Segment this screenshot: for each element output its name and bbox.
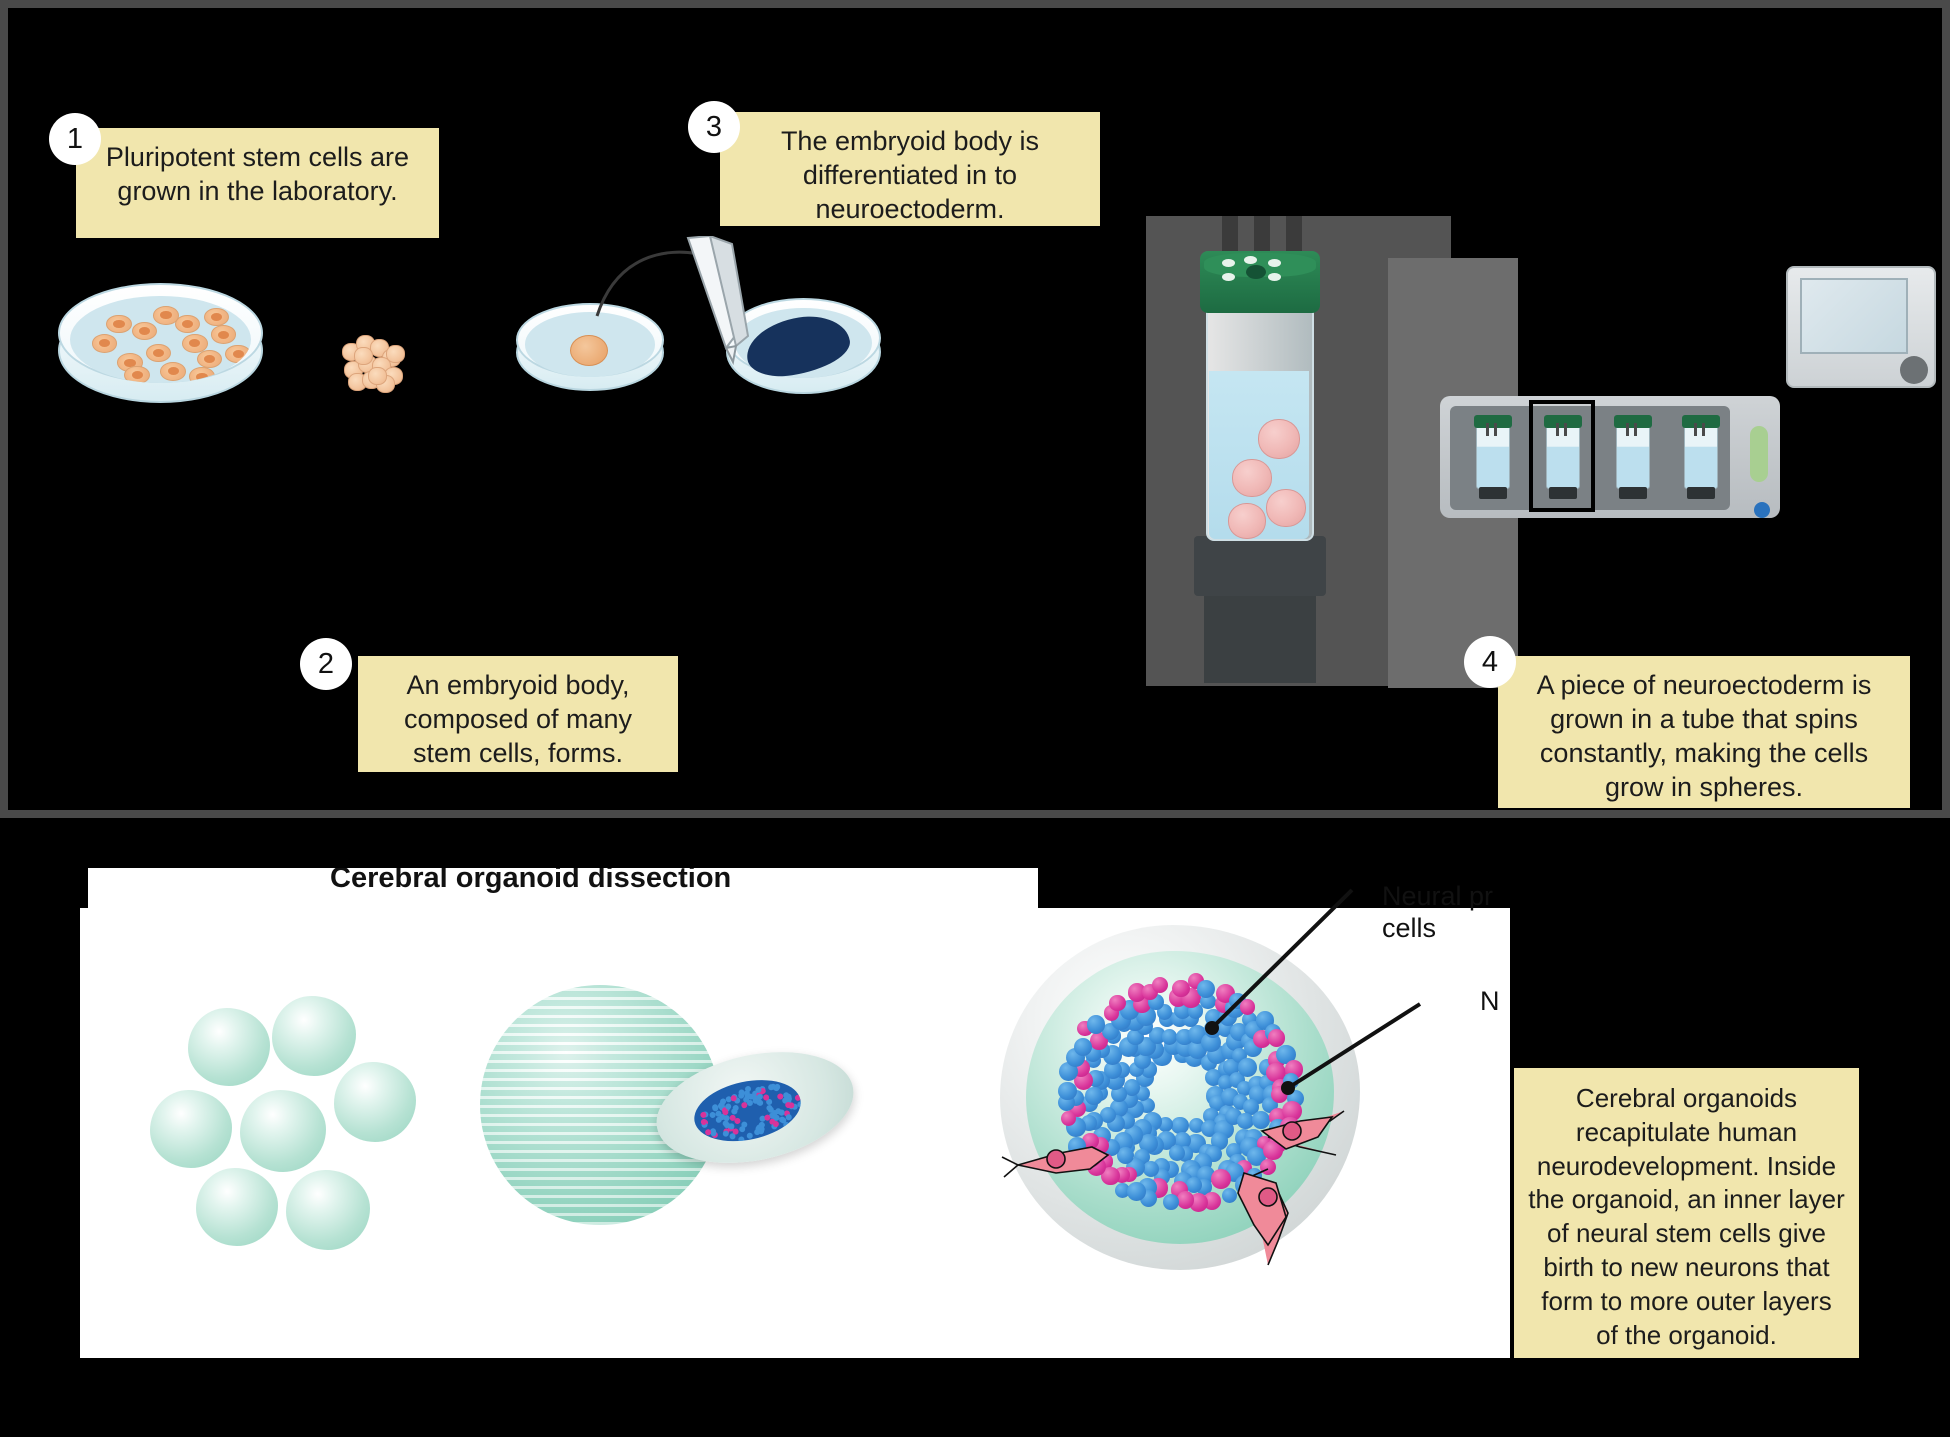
occluder-band-right xyxy=(1511,868,1950,1068)
power-button[interactable] xyxy=(1754,502,1770,518)
cell xyxy=(739,1126,746,1133)
stem-cell xyxy=(153,306,178,325)
stem-cell xyxy=(368,367,387,385)
cell xyxy=(754,1086,761,1093)
cell xyxy=(724,1103,731,1110)
spinner-tube-icon xyxy=(1206,251,1314,581)
sample-tube xyxy=(1616,423,1650,489)
stem-cell xyxy=(197,350,222,369)
callout-number-1: 1 xyxy=(49,113,101,165)
stem-cell xyxy=(175,315,200,334)
tweezers-icon xyxy=(680,236,756,366)
callout-3: The embryoid body is differentiated in t… xyxy=(720,112,1100,226)
stem-cell xyxy=(132,322,157,341)
stem-cell xyxy=(225,345,250,364)
occluder-band-bottom xyxy=(0,1358,1950,1437)
stem-cell xyxy=(204,308,229,327)
tube-motor-base xyxy=(1204,588,1316,683)
stem-cell xyxy=(189,367,214,383)
sample-tube xyxy=(1476,423,1510,489)
cell xyxy=(722,1130,729,1137)
top-panel: Pluripotent stem cells are grown in the … xyxy=(0,0,1950,818)
label-line1: Neural pr xyxy=(1382,881,1493,911)
cell xyxy=(772,1121,779,1128)
cell xyxy=(723,1114,730,1121)
status-indicator xyxy=(1750,426,1768,482)
cell xyxy=(741,1102,748,1109)
petri-dish-icon xyxy=(58,283,263,408)
cell xyxy=(700,1112,707,1119)
label-line2: cells xyxy=(1382,913,1436,943)
cell xyxy=(731,1107,738,1114)
label-neuron: N xyxy=(1480,985,1500,1017)
sample-tube xyxy=(1684,423,1718,489)
stem-cell xyxy=(160,362,185,381)
cell xyxy=(746,1132,753,1139)
callout-number-3: 3 xyxy=(688,101,740,153)
stem-cell xyxy=(124,366,149,384)
callout-number-4: 4 xyxy=(1464,636,1516,688)
stem-cell xyxy=(106,315,131,334)
stem-cell xyxy=(386,345,405,363)
summary-callout: Cerebral organoids recapitulate human ne… xyxy=(1514,1068,1859,1362)
stem-cell xyxy=(211,325,236,344)
callout-1: Pluripotent stem cells are grown in the … xyxy=(76,128,439,238)
cell xyxy=(738,1136,745,1143)
monitor-knob[interactable] xyxy=(1900,356,1928,384)
cell xyxy=(728,1133,735,1140)
callout-2: An embryoid body, composed of many stem … xyxy=(358,656,678,772)
callout-4: A piece of neuroectoderm is grown in a t… xyxy=(1498,656,1910,808)
stem-cell xyxy=(92,334,117,353)
callout-number-2: 2 xyxy=(300,638,352,690)
selected-tube-highlight xyxy=(1529,400,1595,512)
embryoid-body-icon xyxy=(340,333,402,385)
slice-core xyxy=(689,1071,807,1150)
stem-cell xyxy=(354,347,373,365)
stem-cell xyxy=(146,344,171,363)
embryoid-body-center-icon xyxy=(570,335,608,366)
monitor-screen xyxy=(1800,278,1908,354)
